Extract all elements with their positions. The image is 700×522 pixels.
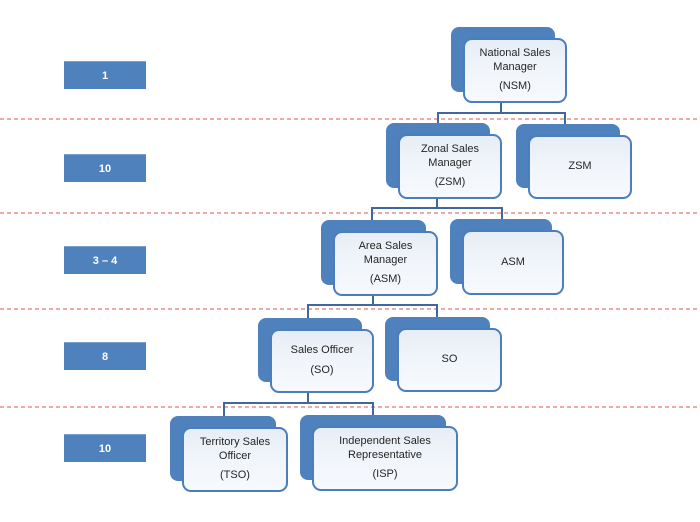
connector-bar-level3: [371, 207, 503, 209]
connector-stem-so: [307, 391, 309, 404]
connector-drop-zsm: [437, 112, 439, 126]
node-territory-sales-officer-front: Territory Sales Officer (TSO): [182, 427, 288, 492]
level-separator-4: [0, 406, 700, 408]
connector-bar-level2: [437, 112, 566, 114]
badge-value: 8: [101, 350, 109, 363]
node-abbr: (ASM): [369, 273, 402, 286]
node-label: ZSM: [568, 160, 592, 173]
node-zonal-sales-manager-front: Zonal Sales Manager (ZSM): [398, 134, 502, 199]
node-abbr: (ISP): [372, 468, 398, 481]
node-title: Territory Sales Officer: [199, 435, 271, 462]
node-zonal-sales-manager: Zonal Sales Manager (ZSM): [386, 123, 502, 199]
count-badge-level-3: 3 – 4: [64, 246, 146, 274]
node-asm-side-front: ASM: [462, 230, 564, 295]
node-zsm-side: ZSM: [516, 124, 632, 199]
count-badge-level-1: 1: [64, 61, 146, 89]
node-sales-officer: Sales Officer (SO): [258, 318, 374, 393]
count-badge-level-5: 10: [64, 434, 146, 462]
node-national-sales-manager-front: National Sales Manager (NSM): [463, 38, 567, 103]
node-independent-sales-representative: Independent Sales Representative (ISP): [300, 415, 458, 491]
connector-drop-so: [307, 304, 309, 319]
connector-drop-asm: [371, 207, 373, 222]
level-separator-1: [0, 118, 700, 120]
connector-stem-nsm: [500, 101, 502, 114]
connector-drop-isp: [372, 402, 374, 417]
level-separator-2: [0, 212, 700, 214]
node-area-sales-manager: Area Sales Manager (ASM): [321, 220, 438, 296]
node-so-side: SO: [385, 317, 502, 392]
node-title: National Sales Manager: [479, 46, 551, 73]
connector-drop-so-side: [436, 304, 438, 319]
badge-value: 1: [101, 69, 109, 82]
node-abbr: (SO): [310, 364, 334, 376]
node-so-side-front: SO: [397, 328, 502, 392]
node-abbr: (NSM): [499, 80, 531, 93]
connector-drop-zsm-side: [564, 112, 566, 126]
node-abbr: (TSO): [220, 469, 250, 482]
connector-stem-asm: [372, 294, 374, 306]
connector-drop-tso: [223, 402, 225, 418]
node-title: Zonal Sales Manager: [420, 142, 480, 169]
connector-bar-level5: [223, 402, 374, 404]
level-separator-3: [0, 308, 700, 310]
node-territory-sales-officer: Territory Sales Officer (TSO): [170, 416, 288, 492]
node-zsm-side-front: ZSM: [528, 135, 632, 199]
badge-value: 3 – 4: [92, 254, 118, 267]
badge-value: 10: [98, 442, 112, 455]
node-sales-officer-front: Sales Officer (SO): [270, 329, 374, 393]
node-abbr: (ZSM): [434, 176, 466, 189]
node-title: Independent Sales Representative: [339, 434, 431, 461]
badge-value: 10: [98, 162, 112, 175]
node-label: SO: [441, 353, 458, 366]
connector-bar-level4: [307, 304, 438, 306]
node-independent-sales-representative-front: Independent Sales Representative (ISP): [312, 426, 458, 491]
node-asm-side: ASM: [450, 219, 564, 295]
node-title: Area Sales Manager: [358, 239, 413, 266]
count-badge-level-4: 8: [64, 342, 146, 370]
connector-drop-asm-side: [501, 207, 503, 221]
node-area-sales-manager-front: Area Sales Manager (ASM): [333, 231, 438, 296]
node-title: Sales Officer: [290, 344, 354, 357]
node-national-sales-manager: National Sales Manager (NSM): [451, 27, 567, 103]
node-label: ASM: [501, 255, 525, 268]
count-badge-level-2: 10: [64, 154, 146, 182]
connector-stem-zsm: [436, 197, 438, 209]
